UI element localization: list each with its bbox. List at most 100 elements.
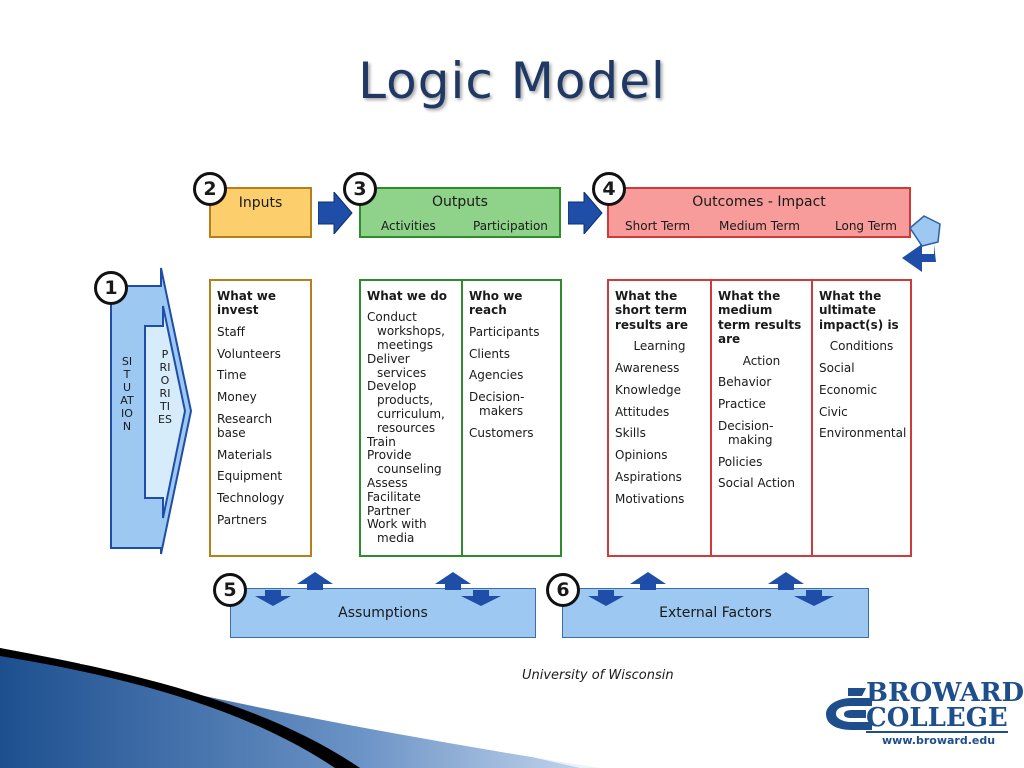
what-we-do-item: workshops,: [377, 324, 445, 339]
situation-priorities-arrow: [110, 267, 193, 555]
outputs-header-label: Outputs: [432, 194, 488, 210]
decorative-swoosh: [0, 648, 600, 768]
inputs-item: Technology: [217, 491, 285, 506]
outputs-column: What we do Conduct workshops, meetings D…: [359, 279, 562, 557]
step-number-3: 3: [343, 172, 377, 206]
what-we-do-item: Provide: [367, 448, 412, 463]
inputs-item: Money: [217, 390, 257, 405]
priorities-label: PRIORITIES: [158, 348, 172, 426]
outcomes-column: What the short term results are Learning…: [607, 279, 912, 557]
outcomes-sub-short: Short Term: [625, 219, 691, 233]
arrow-outputs-to-outcomes: [568, 192, 603, 234]
what-we-do-item: Work with: [367, 517, 427, 532]
inputs-item: Equipment: [217, 469, 283, 484]
source-credit: University of Wisconsin: [522, 668, 674, 683]
page-title: Logic Model: [358, 52, 666, 110]
outcomes-sub-medium: Medium Term: [719, 219, 800, 233]
logo-divider: [866, 731, 1008, 733]
assumptions-arrows: [255, 572, 501, 606]
assumptions-label: Assumptions: [338, 605, 428, 621]
what-we-do-item: meetings: [377, 337, 433, 352]
external-factors-arrows: [588, 572, 834, 606]
what-we-do-item: resources: [377, 420, 436, 435]
medium-term-item: making: [728, 432, 773, 447]
outputs-sub-participation: Participation: [473, 219, 548, 233]
who-we-reach-item: Clients: [469, 346, 510, 361]
medium-term-heading: What the medium term results are: [718, 289, 802, 347]
step-number-5: 5: [213, 573, 247, 607]
logo-url: www.broward.edu: [882, 734, 996, 747]
inputs-item: Partners: [217, 512, 267, 527]
long-term-item: Economic: [819, 382, 878, 397]
short-term-item: Knowledge: [615, 382, 681, 397]
who-we-reach-item: Decision-: [469, 390, 525, 405]
external-factors-label: External Factors: [659, 605, 772, 621]
medium-term-item: Policies: [718, 454, 763, 469]
who-we-reach-heading: Who we reach: [469, 289, 523, 318]
outputs-header: Outputs Activities Participation: [359, 187, 561, 238]
what-we-do-item: Deliver: [367, 351, 410, 366]
short-term-heading: What the short term results are: [615, 289, 689, 332]
medium-term-item: Practice: [718, 397, 766, 412]
outcomes-header: Outcomes - Impact Short Term Medium Term…: [607, 187, 911, 238]
inputs-header: Inputs: [209, 187, 312, 238]
what-we-do-item: Assess: [367, 475, 408, 490]
step-number-2: 2: [193, 172, 227, 206]
arrow-inputs-to-outputs: [318, 192, 353, 234]
broward-college-logo-icon: [826, 688, 872, 730]
who-we-reach-list: Who we reach Participants Clients Agenci…: [461, 281, 560, 555]
what-we-do-heading: What we do: [367, 289, 448, 303]
short-term-item: Attitudes: [615, 404, 670, 419]
inputs-item: Staff: [217, 324, 245, 339]
long-term-list: What the ultimate impact(s) is Condition…: [811, 281, 910, 555]
outcomes-sub-long: Long Term: [835, 219, 897, 233]
what-we-do-item: Partner: [367, 503, 411, 518]
medium-term-item: Decision-: [718, 418, 774, 433]
what-we-do-item: counseling: [377, 462, 442, 477]
inputs-column: What we invest Staff Volunteers Time Mon…: [209, 279, 312, 557]
short-term-item: Awareness: [615, 360, 680, 375]
what-we-do-item: products,: [377, 393, 434, 408]
step-number-6: 6: [546, 573, 580, 607]
short-term-list: What the short term results are Learning…: [609, 281, 710, 555]
short-term-item: Skills: [615, 426, 646, 441]
inputs-item: Volunteers: [217, 346, 281, 361]
what-we-do-item: Facilitate: [367, 489, 421, 504]
what-we-do-item: services: [377, 365, 427, 380]
short-term-item: Motivations: [615, 491, 685, 506]
inputs-item: Materials: [217, 447, 273, 462]
medium-term-category: Action: [742, 353, 781, 368]
long-term-category: Conditions: [829, 339, 894, 354]
inputs-item: Time: [217, 368, 247, 383]
logo-line-broward: BROWARD: [866, 678, 1024, 708]
short-term-category: Learning: [633, 339, 686, 354]
who-we-reach-item: makers: [479, 403, 524, 418]
outcomes-header-label: Outcomes - Impact: [692, 194, 826, 210]
outputs-sub-activities: Activities: [381, 219, 436, 233]
who-we-reach-item: Customers: [469, 425, 534, 440]
long-term-item: Social: [819, 360, 855, 375]
what-we-do-list: What we do Conduct workshops, meetings D…: [361, 281, 461, 555]
step-number-4: 4: [592, 172, 626, 206]
long-term-heading: What the ultimate impact(s) is: [819, 289, 899, 332]
medium-term-item: Behavior: [718, 375, 772, 390]
what-we-do-item: Develop: [367, 379, 417, 394]
what-we-do-item: Conduct: [367, 310, 417, 325]
short-term-item: Aspirations: [615, 469, 682, 484]
medium-term-list: What the medium term results are Action …: [710, 281, 811, 555]
what-we-do-item: Train: [367, 434, 396, 449]
long-term-item: Environmental: [819, 426, 907, 441]
feedback-loop-arrow-icon: [902, 215, 941, 272]
inputs-content: What we invest Staff Volunteers Time Mon…: [211, 281, 310, 555]
who-we-reach-item: Agencies: [469, 368, 524, 383]
step-number-1: 1: [94, 271, 128, 305]
medium-term-item: Social Action: [718, 476, 795, 491]
long-term-item: Civic: [819, 404, 848, 419]
short-term-item: Opinions: [615, 448, 668, 463]
who-we-reach-item: Participants: [469, 324, 540, 339]
inputs-item: Research base: [217, 411, 273, 440]
inputs-header-label: Inputs: [238, 195, 283, 211]
what-we-do-item: curriculum,: [377, 406, 445, 421]
situation-label: SITUATION: [120, 355, 134, 433]
what-we-do-item: media: [377, 531, 415, 546]
